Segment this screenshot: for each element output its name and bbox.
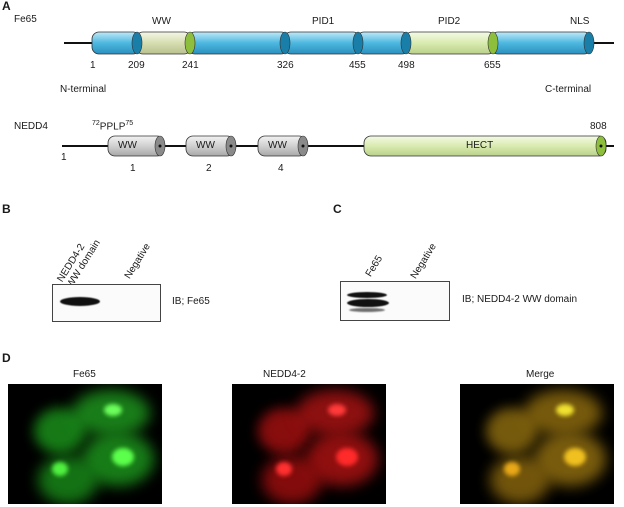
fe65-pos-241: 241 (182, 60, 199, 71)
panel-label-c: C (333, 202, 342, 216)
fe65-segment-ww (135, 31, 192, 55)
fe65-pos-209: 209 (128, 60, 145, 71)
blot-b-lane1-label: NEDD4-2 WW domain (55, 232, 103, 290)
fe65-cap-326 (279, 31, 291, 55)
nedd4-motif-seq: PPLP (99, 121, 126, 133)
panel-label-d: D (2, 351, 11, 365)
nedd4-motif-end: 75 (125, 120, 134, 127)
fe65-domain-pid1-label: PID1 (312, 16, 335, 27)
fe65-pos-498: 498 (398, 60, 415, 71)
nedd4-ww4-number: 4 (278, 163, 284, 174)
nedd4-motif-start: 72 (92, 120, 100, 127)
blot-b-membrane (52, 284, 161, 322)
blot-c-band-mid (347, 299, 389, 307)
blot-c-band-low (349, 308, 385, 312)
nedd4-start-pos: 1 (61, 152, 67, 163)
fe65-pos-455: 455 (349, 60, 366, 71)
micrograph-merge (460, 384, 614, 504)
fe65-domain-nls-label: NLS (570, 16, 590, 27)
fe65-cap-455 (352, 31, 364, 55)
n-terminal-label: N-terminal (60, 84, 107, 95)
blot-c-lane2-label: Negative (408, 241, 439, 281)
fe65-domain-ww-label: WW (152, 16, 171, 27)
nedd4-ww2-label: WW (196, 140, 215, 151)
fe65-pos-1: 1 (90, 60, 96, 71)
blot-c-membrane (340, 281, 450, 321)
c-terminal-label: C-terminal (545, 84, 592, 95)
fe65-segment-linker1 (187, 31, 289, 55)
fe65-segment-pid1 (283, 31, 361, 55)
micrograph-green-label: Fe65 (73, 369, 96, 380)
nedd4-motif: 72PPLP75 (92, 118, 133, 133)
nedd4-ww1-number: 1 (130, 163, 136, 174)
fe65-segment-pid2 (404, 31, 496, 55)
blot-b-band (60, 297, 100, 306)
fe65-segment-nls (490, 31, 592, 55)
fe65-cap-end (583, 31, 595, 55)
fe65-cap-655 (487, 31, 499, 55)
blot-b-ib-label: IB; Fe65 (172, 296, 210, 307)
nedd4-ww2-number: 2 (206, 163, 212, 174)
blot-c-lane1-label: Fe65 (363, 253, 386, 279)
fe65-label: Fe65 (14, 14, 37, 25)
nedd4-end-pos: 808 (590, 121, 607, 132)
micrograph-merge-label: Merge (526, 369, 555, 380)
panel-label-a: A (2, 0, 11, 13)
micrograph-red-label: NEDD4-2 (263, 369, 306, 380)
domain-diagram-svg (62, 31, 614, 157)
blot-c-ib-label: IB; NEDD4-2 WW domain (462, 294, 578, 305)
micrograph-green (8, 384, 162, 504)
fe65-cap-241 (184, 31, 196, 55)
blot-c-band-top (347, 292, 387, 298)
fe65-domain-pid2-label: PID2 (438, 16, 461, 27)
panel-label-b: B (2, 202, 11, 216)
blot-b-lane2-label: Negative (122, 241, 153, 281)
micrograph-red (232, 384, 386, 504)
nedd4-ww4-label: WW (268, 140, 287, 151)
nedd4-label: NEDD4 (14, 121, 48, 132)
nedd4-ww1-label: WW (118, 140, 137, 151)
fe65-cap-498 (400, 31, 412, 55)
nedd4-hect-label: HECT (466, 140, 494, 151)
fe65-pos-326: 326 (277, 60, 294, 71)
fe65-cap-209 (131, 31, 143, 55)
fe65-pos-655: 655 (484, 60, 501, 71)
